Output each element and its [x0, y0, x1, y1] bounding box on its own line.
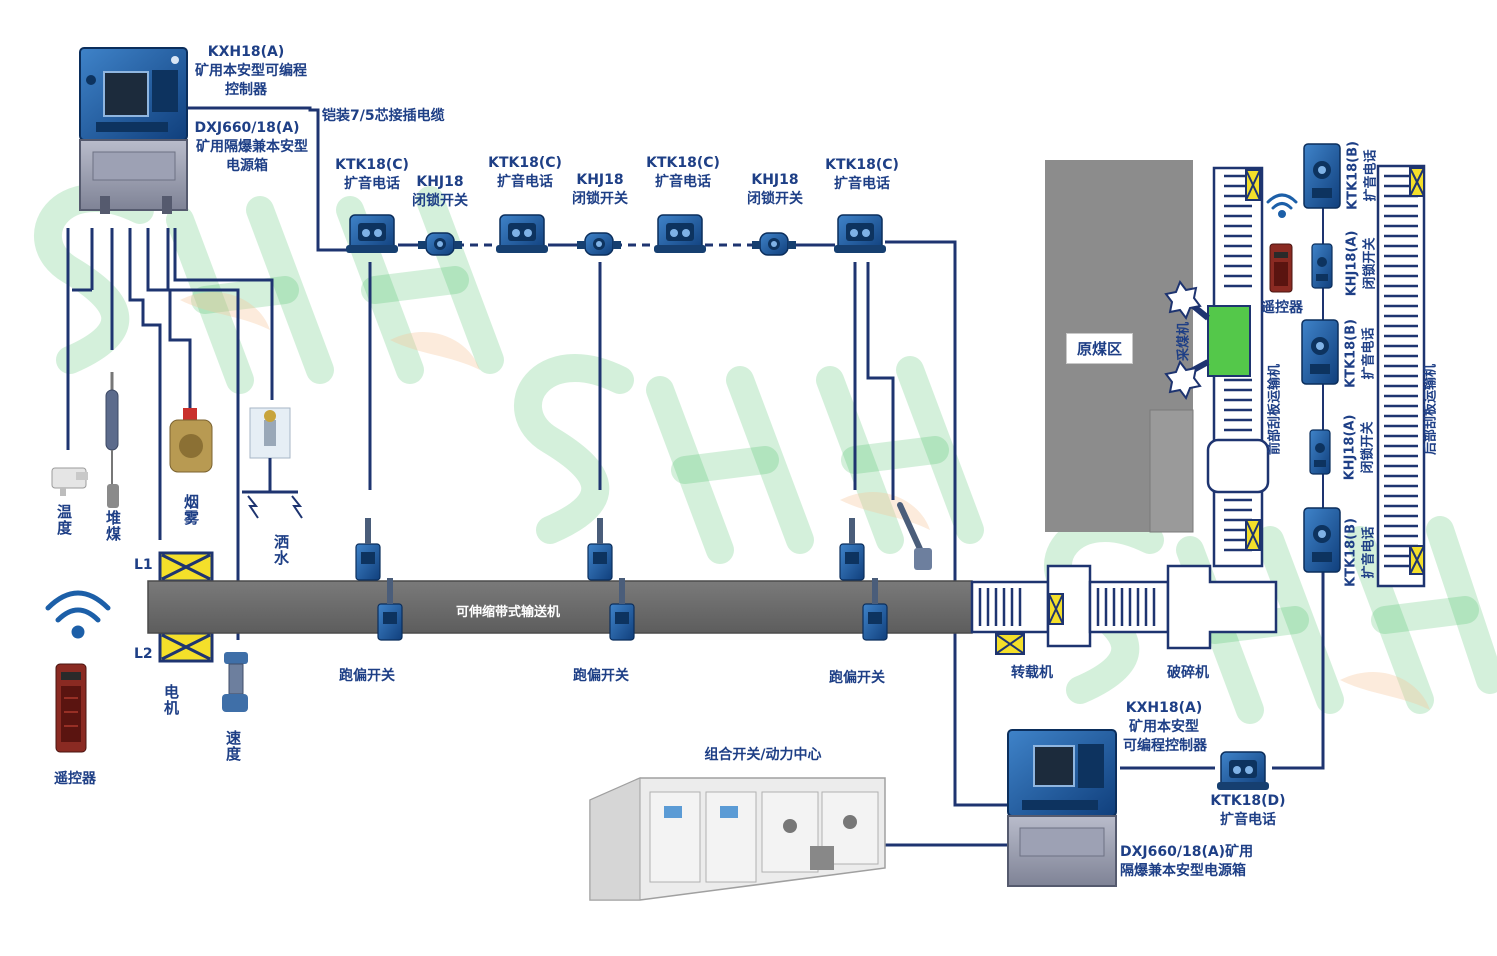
motor-l1	[158, 551, 214, 583]
transfer-machine	[970, 564, 1278, 650]
lock-switch-icon	[1309, 429, 1331, 475]
label-khj-a-model-1: KHJ18(A)	[1344, 230, 1360, 297]
label-deviation-3: 跑偏开关	[829, 670, 885, 686]
label-kxh-top-desc2: 控制器	[225, 82, 267, 98]
label-ktk-b-model-2: KTK18(B)	[1343, 319, 1359, 388]
label-ktk-d-desc: 扩音电话	[1220, 812, 1276, 828]
label-dxj-bottom-line2: 隔爆兼本安型电源箱	[1120, 863, 1246, 879]
label-deviation-2: 跑偏开关	[573, 668, 629, 684]
speaker-phone-icon	[495, 214, 549, 254]
label-ktk-b-model-3: KTK18(B)	[1343, 518, 1359, 587]
label-dxj-top-model: DXJ660/18(A)	[194, 120, 300, 136]
label-combination-switch: 组合开关/动力中心	[704, 747, 822, 763]
label-temperature: 温度	[55, 504, 73, 536]
label-ktk-b-desc-3: 扩音电话	[1361, 526, 1377, 579]
label-remote-right: 遥控器	[1261, 300, 1303, 316]
power-box-icon	[79, 139, 188, 214]
pull-switch-icon	[897, 502, 932, 570]
label-ktk-b-desc-2: 扩音电话	[1361, 327, 1377, 380]
label-crusher: 破碎机	[1167, 665, 1209, 681]
watermark-accent	[180, 291, 1430, 710]
label-kxh-bottom-desc2: 可编程控制器	[1123, 738, 1207, 754]
lock-switch-icon	[751, 232, 797, 256]
shearer-icon	[1164, 279, 1251, 401]
label-ktk-d-model: KTK18(D)	[1210, 793, 1286, 809]
label-khj-a-desc-1: 闭锁开关	[1362, 237, 1378, 290]
label-remote-left: 遥控器	[54, 771, 96, 787]
label-kxh-bottom-model: KXH18(A)	[1125, 700, 1203, 716]
label-khj-a-desc-2: 闭锁开关	[1360, 421, 1376, 474]
speaker-phone-icon	[345, 214, 399, 254]
label-ktk-b-model-1: KTK18(B)	[1345, 141, 1361, 210]
label-speed: 速度	[224, 730, 242, 762]
power-box-icon	[1007, 815, 1117, 887]
label-transfer: 转载机	[1011, 665, 1053, 681]
temperature-sensor-icon	[51, 467, 88, 496]
label-khj-model-3: KHJ18	[751, 172, 799, 188]
label-rear-conveyor: 后部刮板运输机	[1423, 364, 1439, 456]
label-ktk-c-model-2: KTK18(C)	[488, 155, 562, 171]
label-kxh-bottom-desc1: 矿用本安型	[1129, 719, 1199, 735]
label-ktk-c-model-4: KTK18(C)	[825, 157, 899, 173]
rear-scraper-conveyor	[1376, 164, 1426, 588]
speed-sensor-icon	[222, 652, 248, 712]
controller-icon	[79, 47, 188, 141]
label-khj-a-model-2: KHJ18(A)	[1342, 414, 1358, 481]
speaker-phone-icon	[1301, 319, 1339, 385]
remote-control-icon	[55, 663, 87, 753]
lock-switch-icon	[576, 232, 622, 256]
label-coal-pile: 堆煤	[104, 510, 122, 542]
label-khj-model-2: KHJ18	[576, 172, 624, 188]
deviation-switch-icon	[587, 517, 613, 581]
label-khj-desc-3: 闭锁开关	[747, 191, 803, 207]
rear-conveyor-motor	[1409, 167, 1425, 575]
label-ktk-b-desc-1: 扩音电话	[1363, 149, 1379, 202]
label-smoke: 烟雾	[182, 494, 200, 526]
label-khj-desc-2: 闭锁开关	[572, 191, 628, 207]
label-kxh-top-model: KXH18(A)	[207, 44, 285, 60]
label-khj-model-1: KHJ18	[416, 174, 464, 190]
label-dxj-top-desc1: 矿用隔爆兼本安型	[196, 139, 308, 155]
combination-switch-icon	[589, 777, 886, 901]
smoke-sensor-icon	[169, 408, 213, 473]
label-dxj-bottom-line1: DXJ660/18(A)矿用	[1120, 844, 1254, 860]
label-front-conveyor: 前部刮板运输机	[1267, 364, 1283, 456]
pile-sensor-icon	[105, 372, 119, 508]
wifi-icon	[45, 590, 111, 639]
label-ktk-c-desc-3: 扩音电话	[655, 174, 711, 190]
label-ktk-c-desc-1: 扩音电话	[344, 176, 400, 192]
label-l1: L1	[134, 557, 153, 573]
speaker-phone-icon	[1303, 143, 1341, 209]
speaker-phone-icon	[653, 214, 707, 254]
wifi-icon	[1266, 193, 1298, 218]
controller-icon	[1007, 729, 1117, 817]
sprinkler-icon	[242, 407, 303, 519]
label-sprinkler: 洒水	[272, 534, 290, 566]
label-ktk-c-desc-4: 扩音电话	[834, 176, 890, 192]
label-ktk-c-desc-2: 扩音电话	[497, 174, 553, 190]
lock-switch-icon	[1311, 243, 1333, 289]
label-raw-coal: 原煤区	[1066, 333, 1134, 364]
label-khj-desc-1: 闭锁开关	[412, 193, 468, 209]
label-dxj-top-desc2: 电源箱	[226, 158, 268, 174]
label-l2: L2	[134, 646, 153, 662]
speaker-phone-icon	[1216, 751, 1270, 791]
remote-control-icon	[1269, 243, 1293, 293]
label-deviation-1: 跑偏开关	[339, 668, 395, 684]
label-ktk-c-model-1: KTK18(C)	[335, 157, 409, 173]
speaker-phone-icon	[1303, 507, 1341, 573]
motor-l2	[158, 631, 214, 663]
label-kxh-top-desc1: 矿用本安型可编程	[195, 63, 307, 79]
speaker-phone-icon	[833, 214, 887, 254]
transfer-motor	[995, 593, 1064, 655]
label-conveyor: 可伸缩带式输送机	[456, 605, 561, 620]
front-conveyor-motor	[1245, 169, 1261, 551]
deviation-switch-icon	[839, 517, 865, 581]
label-motor: 电机	[162, 684, 180, 716]
label-shearer: 采煤机	[1176, 322, 1192, 362]
label-cable: 铠装7/5芯接插电缆	[322, 108, 445, 124]
deviation-switch-icon	[355, 517, 381, 581]
label-ktk-c-model-3: KTK18(C)	[646, 155, 720, 171]
